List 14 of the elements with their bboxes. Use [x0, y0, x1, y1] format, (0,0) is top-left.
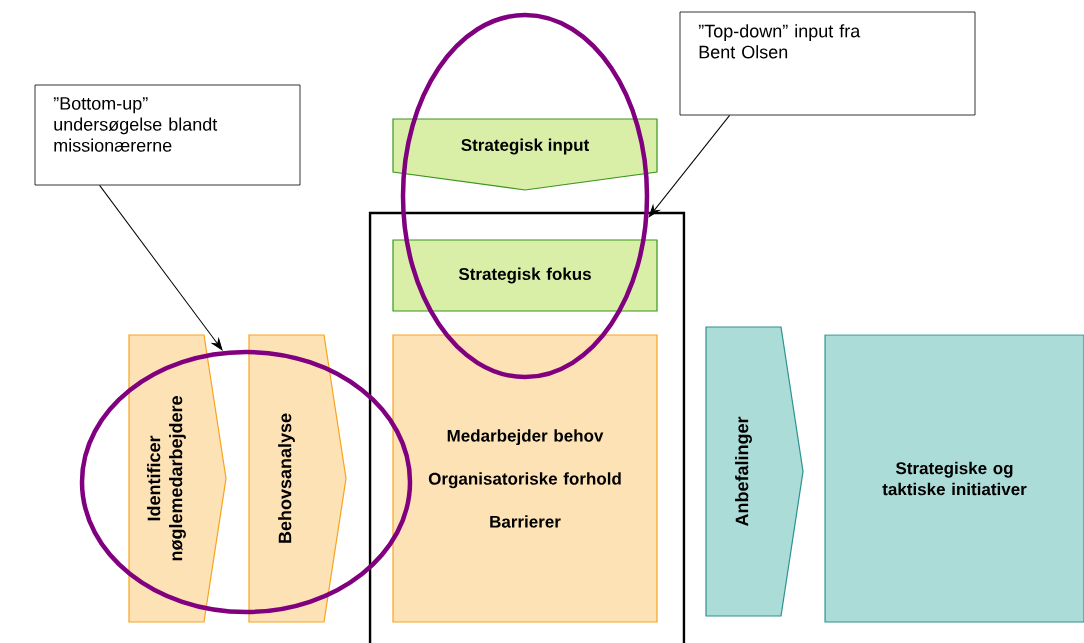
chevron-box: Behovsanalyse: [248, 334, 347, 623]
chevron-box: Strategisk input: [392, 118, 658, 191]
leader-line: [99, 184, 223, 351]
chevron-box: Identificer nøglemedarbejdere: [128, 334, 227, 623]
process-box: Strategisk fokus: [392, 239, 658, 312]
highlight-ellipse: [79, 349, 413, 615]
callout-box: ”Bottom-up” undersøgelse blandt missionærerne: [34, 84, 301, 186]
frame-box: [368, 211, 686, 643]
callout-box: ”Top-down” input fra Bent Olsen: [679, 11, 976, 116]
process-box: Medarbejder behov Organisatoriske forhold Barrierer: [392, 334, 658, 623]
chevron-box: Anbefalinger: [705, 326, 804, 617]
leader-line: [648, 114, 731, 218]
highlight-ellipse: [400, 12, 650, 380]
process-box: Strategiske og taktiske initiativer: [824, 334, 1084, 623]
